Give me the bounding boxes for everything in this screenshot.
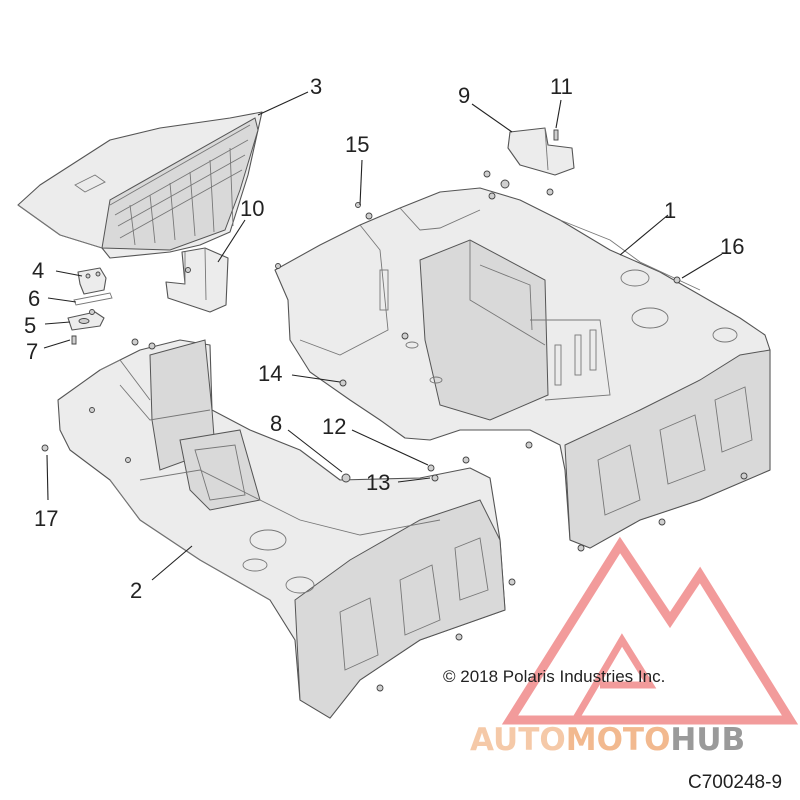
- callout-1: 1: [664, 198, 676, 223]
- part-11-screw: [553, 129, 559, 141]
- callout-labels: 1 2 3 4 5 6 7 8 9 10 11 12 13 14 15 16 1…: [24, 74, 744, 603]
- fasteners: [41, 170, 748, 692]
- part-5-latch-plate: [67, 311, 105, 331]
- part-7-screw: [71, 309, 95, 345]
- copyright-notice: © 2018 Polaris Industries Inc.: [443, 667, 665, 686]
- callout-12: 12: [322, 414, 346, 439]
- callout-11: 11: [550, 74, 573, 99]
- part-6-latch-spring: [73, 292, 113, 306]
- callout-7: 7: [26, 339, 38, 364]
- callout-8: 8: [270, 411, 282, 436]
- watermark-text-hub: HUB: [670, 722, 745, 758]
- callout-14: 14: [258, 361, 282, 386]
- watermark-text: AUTOMOTOHUB: [470, 722, 745, 758]
- callout-13: 13: [366, 470, 390, 495]
- part-2-front-panel: [57, 339, 506, 719]
- callout-6: 6: [28, 286, 40, 311]
- watermark-logo: [501, 536, 799, 725]
- part-1-rear-panel: [274, 187, 771, 549]
- callout-16: 16: [720, 234, 744, 259]
- callout-2: 2: [130, 578, 142, 603]
- callout-3: 3: [310, 74, 322, 99]
- callout-9: 9: [458, 83, 470, 108]
- part-10-bracket: [165, 247, 229, 313]
- leader-lines: [43, 91, 723, 581]
- callout-15: 15: [345, 132, 369, 157]
- callout-4: 4: [32, 258, 44, 283]
- callout-10: 10: [240, 196, 264, 221]
- part-9-bracket: [507, 127, 575, 176]
- diagram-code: C700248-9: [688, 772, 782, 793]
- watermark-text-auto: AUTO: [470, 722, 566, 758]
- callout-5: 5: [24, 313, 36, 338]
- callout-17: 17: [34, 506, 58, 531]
- part-4-latch-bracket: [77, 267, 107, 295]
- watermark-text-moto: MOTO: [566, 722, 671, 758]
- part-3-storage-tray: [17, 111, 263, 259]
